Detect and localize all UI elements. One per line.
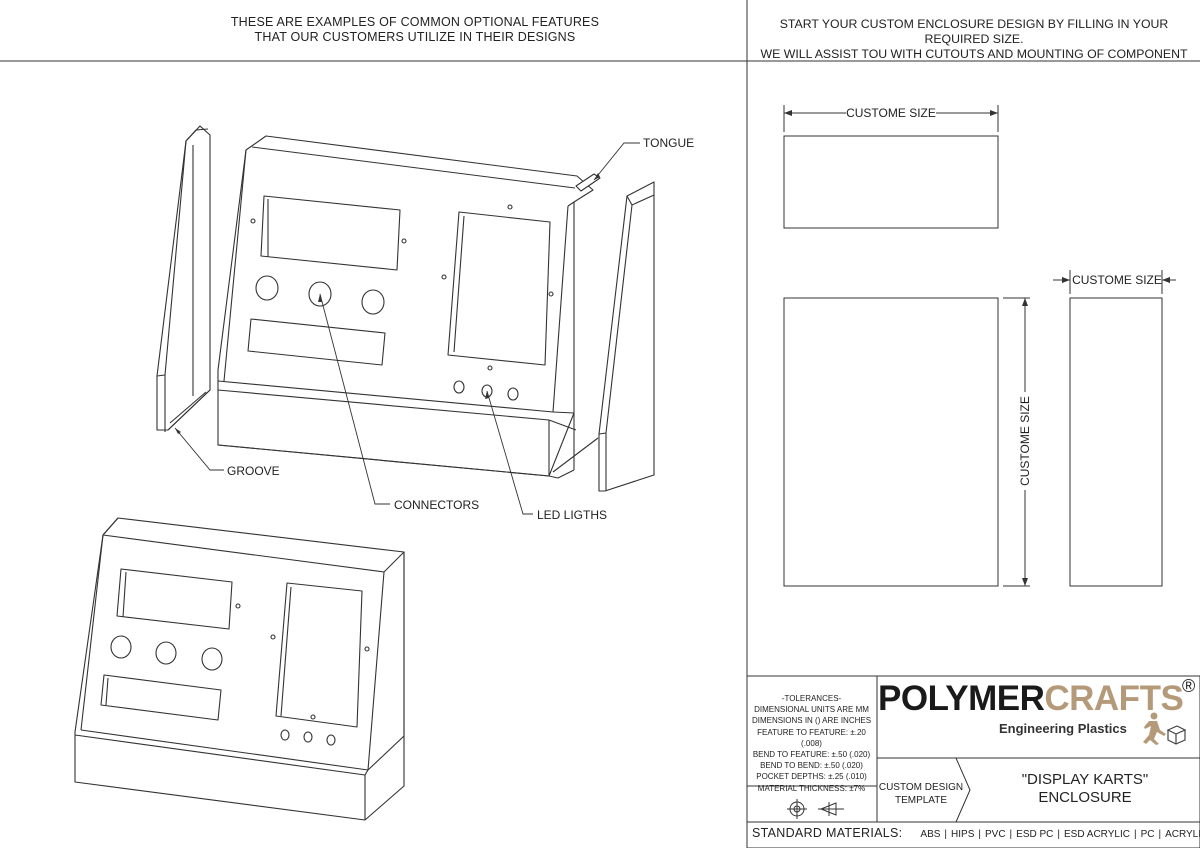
material-item: ESD PC [1016, 829, 1054, 840]
projection-symbol-icon [787, 799, 844, 819]
material-item: HIPS [951, 829, 975, 840]
header-left-note: THESE ARE EXAMPLES OF COMMON OPTIONAL FE… [150, 15, 680, 45]
company-logo: POLYMERCRAFTS ® Engineering Plastics [878, 676, 1200, 758]
template-line2: TEMPLATE [894, 795, 948, 806]
tolerance-line: -TOLERANCES- [781, 694, 842, 703]
header-left-line2: THAT OUR CUSTOMERS UTILIZE IN THEIR DESI… [254, 30, 576, 44]
tolerance-line: DIMENSIONS IN () ARE INCHES [751, 716, 872, 726]
right-side-panel [598, 181, 655, 492]
brand-part-crafts: CRAFTS [1044, 679, 1184, 718]
project-title-line1: "DISPLAY KARTS" [1021, 771, 1149, 788]
running-man-box-icon [1143, 712, 1187, 745]
callout-tongue: TONGUE [643, 136, 694, 150]
callout-groove: GROOVE [227, 464, 280, 478]
exploded-enclosure-view [156, 125, 655, 492]
template-line1: CUSTOM DESIGN [878, 782, 964, 793]
top-view-rect [783, 135, 999, 229]
registered-mark: ® [1182, 676, 1196, 696]
side-view-rect [1069, 297, 1163, 587]
tolerance-line: BEND TO FEATURE: ±.50 (.020) [752, 750, 871, 760]
left-side-panel [156, 125, 211, 432]
title-block [746, 675, 1200, 848]
dimension-side-width: CUSTOME SIZE [1072, 273, 1162, 287]
tolerance-line: DIMENSIONAL UNITS ARE MM [754, 705, 869, 715]
tolerance-line: POCKET DEPTHS: ±.25 (.010) [756, 772, 867, 782]
front-view-rect [783, 297, 999, 587]
dimension-height: CUSTOME SIZE [1018, 396, 1032, 486]
project-title: "DISPLAY KARTS" ENCLOSURE [970, 771, 1200, 807]
material-item: ABS [920, 829, 941, 840]
project-title-line2: ENCLOSURE [1038, 789, 1132, 806]
dimension-top-width: CUSTOME SIZE [846, 106, 936, 120]
tolerances-block: -TOLERANCES- DIMENSIONAL UNITS ARE MM DI… [748, 693, 875, 794]
custom-size-views [783, 105, 1176, 587]
tolerance-line: BEND TO BEND: ±.50 (.020) [760, 761, 863, 771]
header-right-note: START YOUR CUSTOM ENCLOSURE DESIGN BY FI… [748, 17, 1200, 62]
header-right-line1: START YOUR CUSTOM ENCLOSURE DESIGN BY FI… [779, 17, 1169, 46]
standard-materials-row: STANDARD MATERIALS:ABS|HIPS|PVC|ESD PC|E… [752, 826, 1200, 840]
dimension-arrows [784, 110, 1170, 586]
assembled-enclosure-view [74, 517, 405, 821]
callout-leaders [174, 142, 640, 515]
material-item: PC [1140, 829, 1155, 840]
brand-tagline: Engineering Plastics [999, 721, 1127, 736]
material-item: PVC [984, 829, 1006, 840]
materials-label: STANDARD MATERIALS: [752, 826, 903, 840]
tolerance-line: FEATURE TO FEATURE: ±.20 (.008) [757, 727, 866, 748]
material-item: ESD ACRYLIC [1064, 829, 1130, 840]
header-right-line2: WE WILL ASSIST TOU WITH CUTOUTS AND MOUN… [760, 47, 1188, 61]
tolerance-line: MATERIAL THICKNESS: ±7% [757, 783, 866, 793]
brand-part-polymer: POLYMER [878, 679, 1045, 718]
callout-led-lights: LED LIGTHS [537, 508, 607, 522]
material-item: ACRYLIC [1165, 829, 1200, 840]
header-left-line1: THESE ARE EXAMPLES OF COMMON OPTIONAL FE… [230, 15, 600, 29]
enclosure-body [217, 135, 599, 479]
brand-wordmark: POLYMERCRAFTS [878, 679, 1184, 719]
callout-connectors: CONNECTORS [394, 498, 479, 512]
template-label: CUSTOM DESIGN TEMPLATE [876, 781, 966, 807]
